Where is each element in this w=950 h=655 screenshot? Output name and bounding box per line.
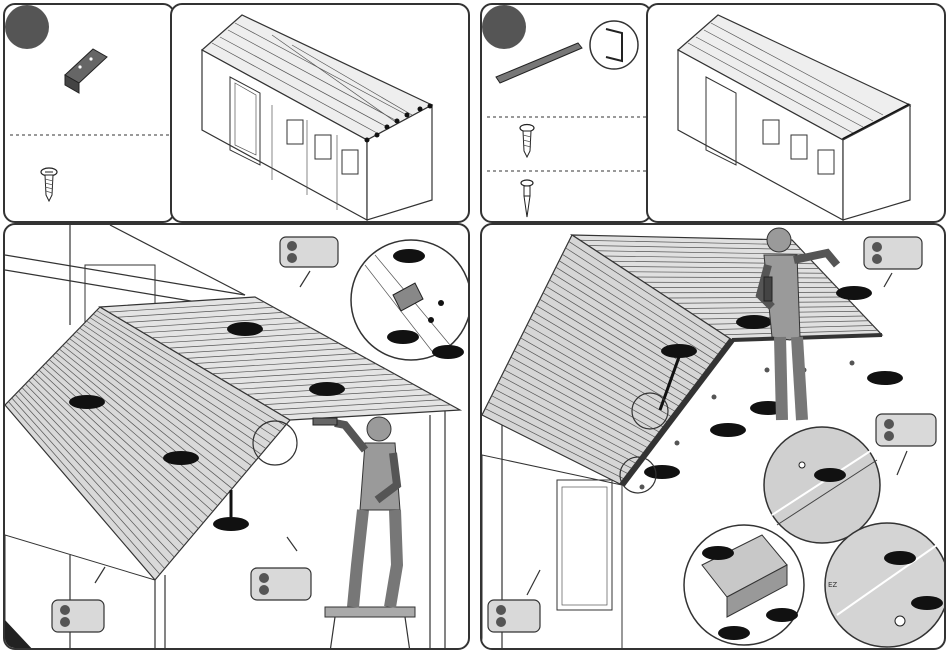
step-badge-icon (482, 5, 526, 49)
shed-overview-d-drawing (648, 5, 946, 223)
screw-icon (520, 125, 534, 158)
corner-bracket-icon (65, 49, 107, 93)
roof-install-panel-e (3, 223, 470, 650)
callout-box (251, 568, 311, 600)
tiny-label: EZ (828, 581, 837, 589)
step-badge-icon (5, 5, 49, 49)
callout-box (488, 600, 540, 632)
callout-box (280, 237, 338, 267)
shed-overview-panel-b (170, 3, 470, 223)
screw-washer-icon (521, 180, 533, 217)
callout-box (864, 237, 922, 269)
roof-install-e-drawing (5, 225, 470, 650)
ridge-cap-strip-icon (496, 43, 582, 83)
parts-panel-c (480, 3, 652, 223)
ridge-install-panel-f: EZ (480, 223, 946, 650)
bracket-detail-magnifier-icon (351, 240, 470, 360)
parts-panel-c-drawing (482, 5, 652, 223)
screw-detail-magnifier-icon (825, 523, 946, 647)
worker-drilling-icon (313, 417, 415, 650)
shed-overview-panel-d (646, 3, 946, 223)
corrugation-line (660, 292, 842, 293)
shed-roof-front-icon (202, 15, 433, 220)
callout-box (876, 414, 936, 446)
ridge-detail-magnifier-icon (764, 427, 880, 543)
screw-icon (41, 168, 57, 201)
corrugation-line (644, 282, 833, 283)
profile-magnifier-icon (590, 21, 638, 69)
parts-panel-a-drawing (5, 5, 175, 223)
callout-box (52, 600, 104, 632)
shed-roof-ridge-icon (678, 15, 910, 220)
ridge-install-f-drawing: EZ (482, 225, 946, 650)
shed-overview-b-drawing (172, 5, 470, 223)
ridge-end-magnifier-icon (684, 525, 804, 645)
parts-panel-a (3, 3, 175, 223)
